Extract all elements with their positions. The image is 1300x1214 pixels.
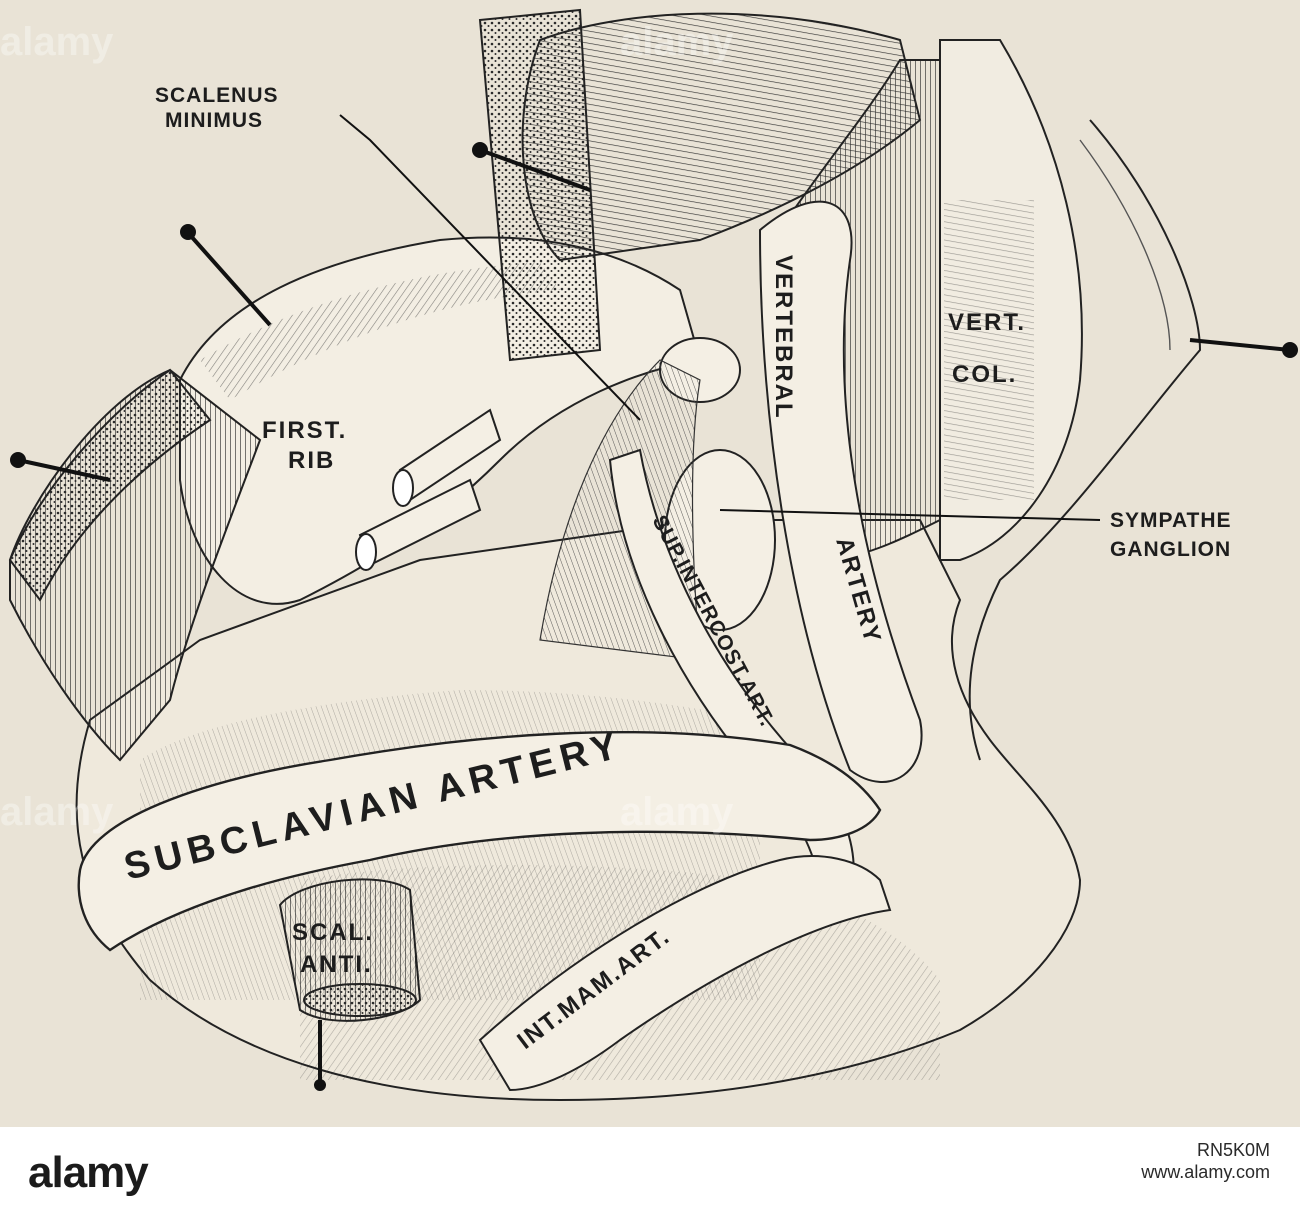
watermark-bottom-mid: alamy [620, 790, 734, 834]
vertebral-artery [758, 200, 923, 783]
pins [10, 142, 1298, 1091]
footer-band [0, 1127, 1300, 1214]
scalenus-anticus-stump [278, 878, 422, 1022]
footer-url[interactable]: www.alamy.com [1141, 1162, 1270, 1182]
watermark-top-mid: alamy [620, 20, 734, 64]
subclavian-artery [77, 730, 882, 952]
label-anti: ANTI. [300, 951, 373, 978]
leader-lines [339, 114, 1101, 521]
label-first-rib-2: RIB [288, 447, 335, 474]
anatomy-illustration: SCALENUS MINIMUS FIRST. RIB VERT. COL. V… [8, 8, 1298, 1102]
label-first-rib-1: FIRST. [262, 417, 347, 444]
footer-image-id: RN5K0M [1196, 1140, 1270, 1160]
label-ganglion: GANGLION [1110, 538, 1231, 561]
footer-brand-logo[interactable]: alamy [28, 1148, 149, 1197]
label-scalenus-1: SCALENUS [155, 84, 279, 107]
label-vertebral: VERTEBRAL [770, 255, 797, 420]
vertebral-column [939, 39, 1083, 561]
label-scalenus-2: MINIMUS [165, 109, 263, 132]
label-vert-col-1: VERT. [948, 309, 1026, 336]
label-vert-col-2: COL. [952, 361, 1017, 388]
watermark-top-left: alamy [0, 20, 114, 64]
internal-mammary-artery [478, 855, 892, 1092]
pleura-outline [968, 119, 1202, 761]
label-sympathe: SYMPATHE [1110, 509, 1232, 532]
label-scal: SCAL. [292, 919, 374, 946]
nerve-cylinders [355, 408, 502, 571]
watermark-bottom-left: alamy [0, 790, 114, 834]
scalene-stump-left [8, 368, 262, 762]
